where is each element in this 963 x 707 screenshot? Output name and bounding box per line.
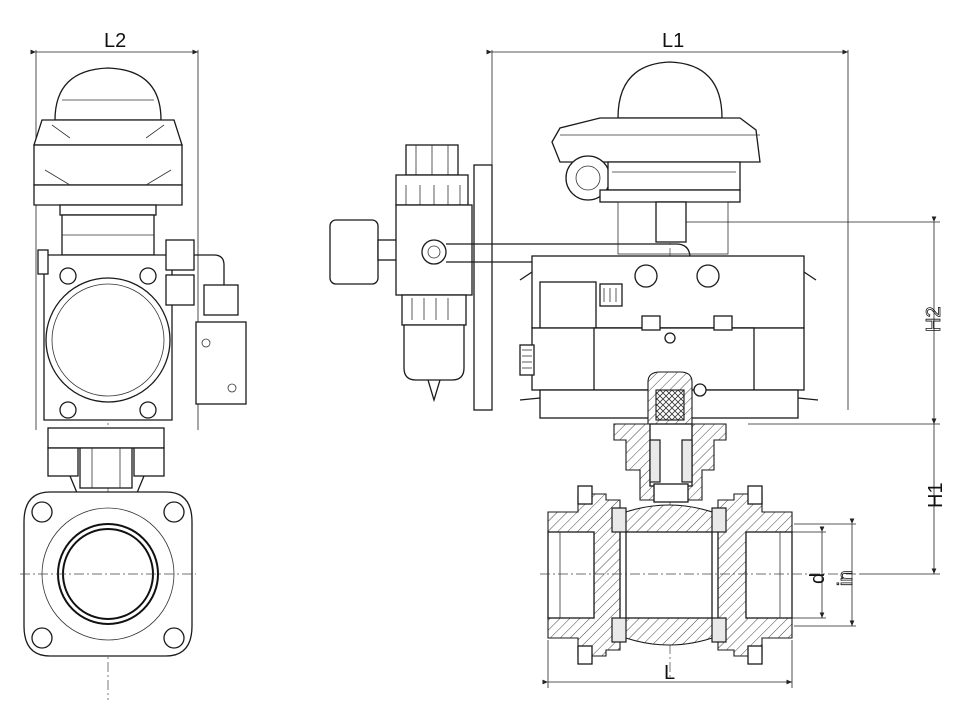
pressure-gauge [329, 219, 405, 285]
label-L2: L2 [104, 30, 126, 52]
actuator-body-side [37, 249, 173, 421]
label-L: L [664, 662, 675, 684]
valve-end-flange [20, 491, 196, 657]
dimension-L: L [542, 640, 793, 688]
valve-body-section [540, 485, 860, 665]
label-H2: H2 [923, 306, 945, 332]
label-H1: H1 [925, 482, 947, 508]
label-L1: L1 [662, 30, 684, 52]
label-d: d [807, 573, 829, 584]
dimension-L1: L1 [486, 30, 849, 410]
dimension-H2: H2 [686, 216, 945, 425]
bonnet-section [613, 423, 727, 503]
mounting-bracket-side [47, 427, 165, 501]
front-section-view: L1 [486, 30, 947, 688]
dimension-d: d in [792, 518, 857, 627]
dimension-H1: H1 [860, 418, 947, 575]
position-indicator-side [33, 67, 183, 216]
label-in: in [835, 570, 857, 586]
air-filter-regulator [329, 144, 493, 411]
air-fittings-side [165, 239, 247, 405]
side-view: L2 [20, 30, 247, 700]
position-indicator-front [551, 61, 761, 203]
stem-section [647, 371, 707, 425]
